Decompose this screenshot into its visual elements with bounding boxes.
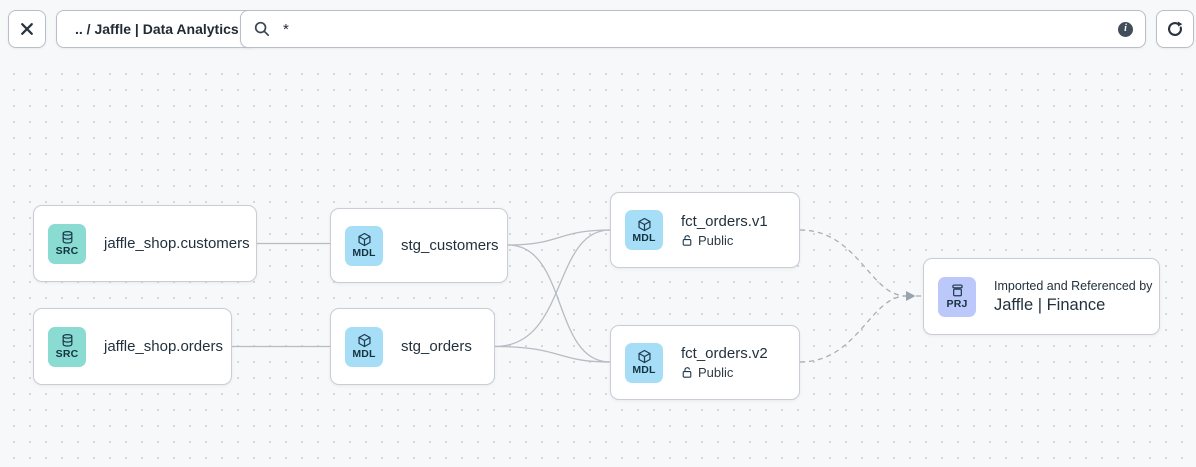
node-fct-orders-v2[interactable]: MDL fct_orders.v2 Public	[610, 325, 800, 400]
source-badge: SRC	[48, 223, 86, 264]
project-caption: Imported and Referenced by	[994, 278, 1153, 293]
search-input[interactable]	[281, 19, 1108, 39]
node-stg-customers[interactable]: MDL stg_customers	[330, 208, 508, 283]
edge-stgcustomers-fctv1	[507, 229, 611, 246]
node-stg-orders[interactable]: MDL stg_orders	[330, 308, 495, 385]
project-title: Jaffle | Finance	[994, 295, 1106, 314]
model-badge: MDL	[345, 225, 383, 266]
badge-label: MDL	[632, 364, 656, 377]
access-row: Public	[681, 233, 768, 248]
model-badge: MDL	[625, 210, 663, 250]
node-label: jaffle_shop.customers	[104, 235, 250, 252]
node-label: fct_orders.v2	[681, 345, 768, 362]
unlocked-padlock-icon	[682, 367, 692, 378]
project-badge: PRJ	[938, 276, 976, 317]
badge-label: PRJ	[946, 298, 968, 311]
node-fct-orders-v1[interactable]: MDL fct_orders.v1 Public	[610, 192, 800, 268]
edge-fctv2-prj	[799, 295, 907, 363]
node-project-jaffle-finance[interactable]: PRJ Imported and Referenced by Jaffle | …	[923, 258, 1160, 335]
unlocked-padlock-icon	[682, 234, 692, 246]
badge-label: MDL	[352, 348, 376, 361]
database-icon	[62, 231, 72, 244]
badge-label: SRC	[55, 245, 79, 258]
source-badge: SRC	[48, 326, 86, 367]
model-badge: MDL	[625, 342, 663, 383]
cube-icon	[357, 334, 371, 348]
lineage-canvas[interactable]: SRC jaffle_shop.customers SRC jaffle_sho…	[0, 62, 1196, 467]
badge-label: MDL	[632, 231, 656, 244]
breadcrumb-label: .. / Jaffle | Data Analytics	[75, 21, 239, 37]
node-label: jaffle_shop.orders	[104, 338, 223, 355]
close-button[interactable]	[8, 10, 46, 48]
archive-icon	[951, 284, 963, 297]
access-label: Public	[698, 365, 734, 380]
model-badge: MDL	[345, 326, 383, 367]
node-label: stg_orders	[401, 338, 472, 355]
edge-fctv1-prj	[799, 229, 907, 297]
search-icon	[254, 21, 270, 37]
info-icon[interactable]: i	[1118, 21, 1133, 37]
refresh-icon	[1168, 21, 1183, 36]
node-jaffle-shop-customers[interactable]: SRC jaffle_shop.customers	[33, 205, 257, 282]
badge-label: MDL	[352, 247, 376, 260]
node-label: fct_orders.v1	[681, 212, 768, 230]
cube-icon	[637, 217, 651, 231]
badge-label: SRC	[55, 348, 79, 361]
edge-stgorders-fctv1	[494, 229, 611, 348]
cube-icon	[637, 350, 651, 364]
breadcrumb-button[interactable]: .. / Jaffle | Data Analytics	[56, 10, 258, 48]
edge-stgcustomers-fctv2	[507, 244, 611, 363]
refresh-button[interactable]	[1156, 10, 1194, 48]
node-label: stg_customers	[401, 237, 499, 254]
node-jaffle-shop-orders[interactable]: SRC jaffle_shop.orders	[33, 308, 232, 385]
database-icon	[62, 334, 72, 347]
access-label: Public	[698, 232, 734, 248]
edge-stgorders-fctv2	[494, 345, 611, 363]
close-icon	[21, 23, 33, 35]
edge-arrowhead	[906, 291, 916, 301]
access-row: Public	[681, 365, 768, 380]
cube-icon	[357, 233, 371, 247]
search-bar[interactable]: i	[240, 10, 1146, 48]
